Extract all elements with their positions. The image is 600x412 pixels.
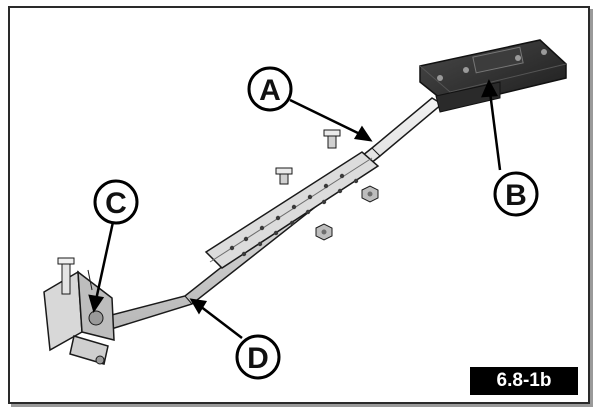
callout-d-label: D: [247, 342, 269, 375]
pivot-bracket: [43, 257, 115, 365]
hardware-bolts: [275, 129, 379, 241]
callout-b-label: B: [505, 179, 527, 212]
callout-b: B: [493, 171, 539, 217]
callout-d: D: [235, 334, 281, 380]
callout-a-label: A: [259, 74, 281, 107]
figure-number: 6.8-1b: [470, 367, 578, 395]
callout-a: A: [247, 66, 293, 112]
callout-c: C: [93, 179, 139, 225]
leader-lines: [88, 79, 502, 339]
mounting-block: [419, 39, 567, 113]
callout-c-label: C: [105, 187, 127, 220]
slotted-plate: [204, 151, 380, 269]
